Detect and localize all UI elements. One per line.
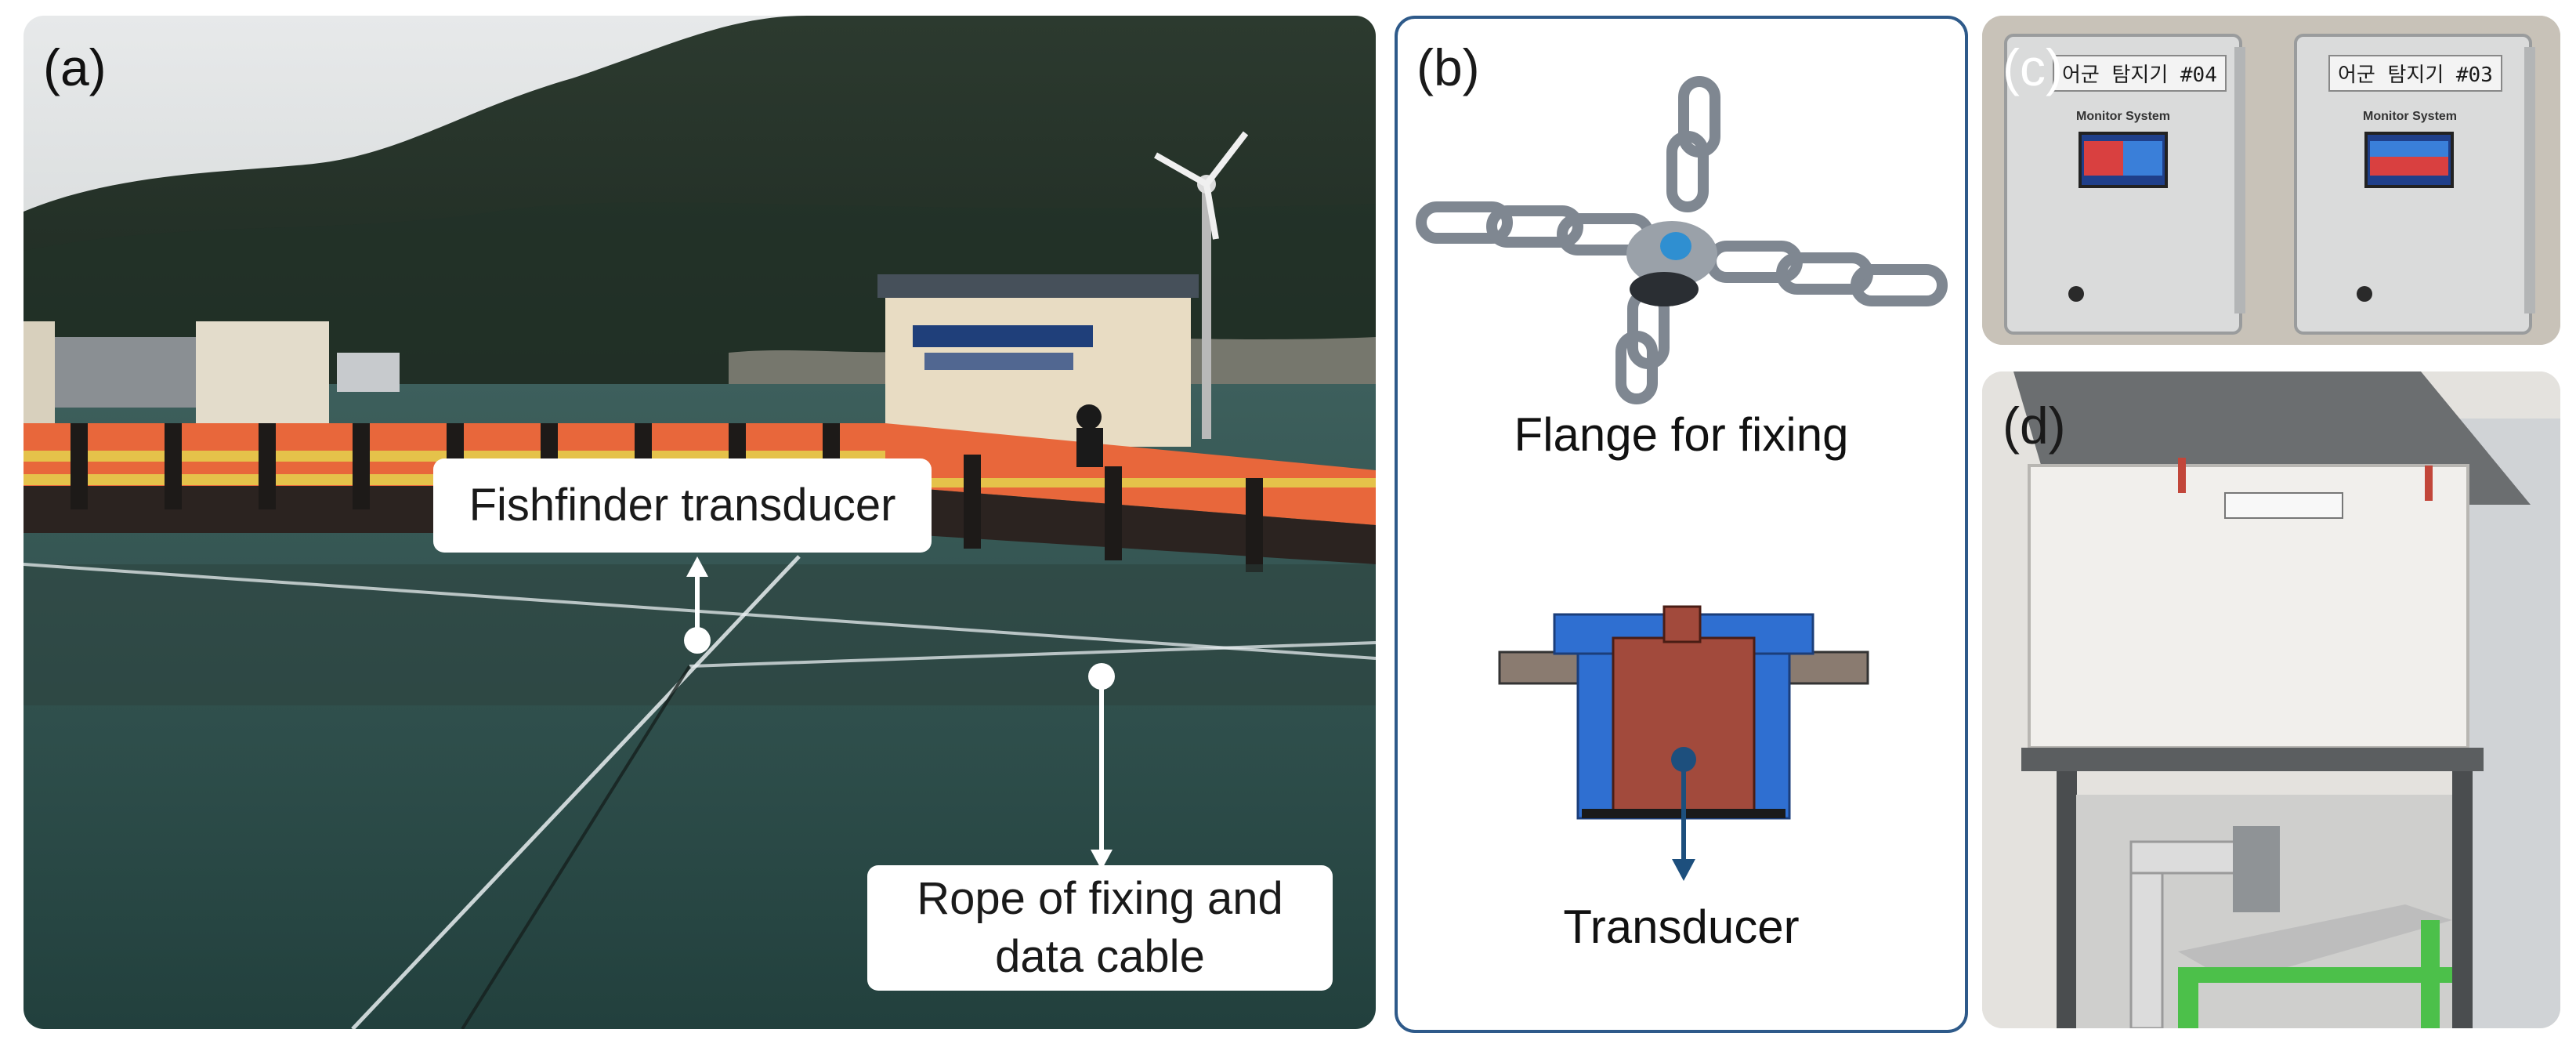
- management-building: [885, 298, 1191, 447]
- caption-flange: Flange for fixing: [1514, 408, 1849, 461]
- panel-b-letter: (b): [1416, 38, 1480, 96]
- callout-rope-line1: Rope of fixing and: [917, 873, 1283, 924]
- callout-fishfinder-transducer: Fishfinder transducer: [433, 458, 932, 553]
- box-04-title: Monitor System: [2076, 110, 2171, 123]
- pvc-pipe: [2129, 856, 2164, 1028]
- panel-b-diagram: [1395, 16, 1968, 1033]
- person: [1076, 428, 1103, 467]
- feeding-system-scene: [1982, 371, 2560, 1028]
- panel-c-photo: [1982, 16, 2560, 345]
- rope-marker: [1088, 663, 1115, 690]
- callout-fishfinder-text: Fishfinder transducer: [469, 480, 896, 531]
- callout-rope-line2: data cable: [995, 931, 1205, 983]
- container-left: [196, 321, 329, 431]
- box-03-label: 어군 탐지기 #03: [2328, 55, 2502, 92]
- grating-step: [2178, 904, 2452, 983]
- monitor-boxes-scene: [1982, 16, 2560, 345]
- panel-d-letter: (d): [2003, 397, 2066, 455]
- caption-transducer: Transducer: [1563, 901, 1800, 953]
- frame-top: [2021, 748, 2484, 771]
- callout-rope-cable: Rope of fixing and data cable: [867, 865, 1333, 991]
- transducer-marker: [684, 627, 711, 654]
- box-04-label: 어군 탐지기 #04: [2053, 55, 2227, 92]
- panel-a-letter: (a): [43, 38, 107, 96]
- transducer-section-icon: [1498, 605, 1869, 881]
- panel-d-photo: [1982, 371, 2560, 1028]
- panel-c-letter: (c): [2003, 38, 2063, 96]
- box-03-title: Monitor System: [2363, 110, 2458, 123]
- transducer-mount-diagram: [1416, 76, 1948, 881]
